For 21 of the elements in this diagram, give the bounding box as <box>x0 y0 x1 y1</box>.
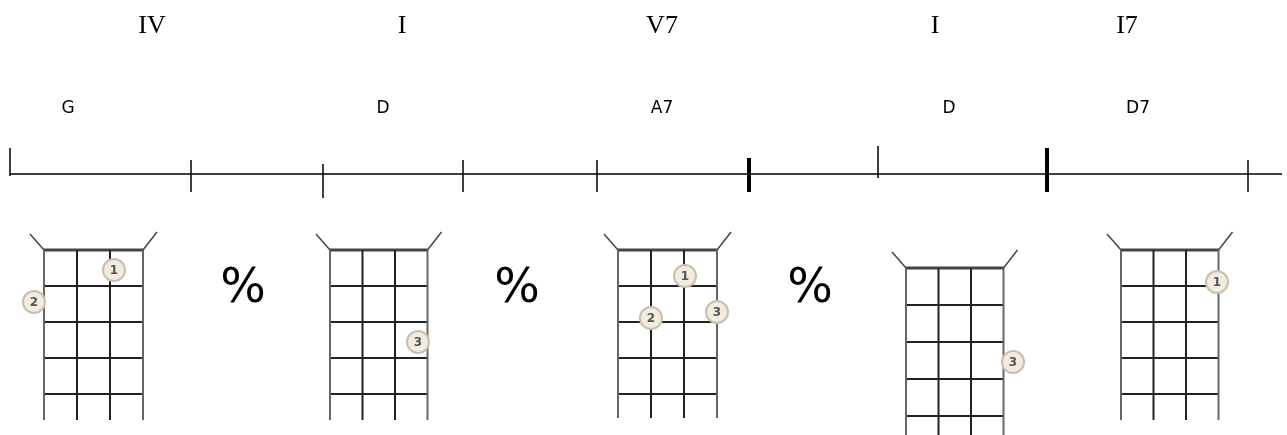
finger-number: 3 <box>1001 350 1025 374</box>
finger-number: 3 <box>406 330 430 354</box>
finger-number: 2 <box>639 306 663 330</box>
chord-name: D <box>942 97 956 117</box>
repeat-sign: % <box>220 257 266 313</box>
finger-number: 1 <box>102 258 126 282</box>
finger-number: 1 <box>673 264 697 288</box>
roman-numeral: IV <box>138 10 166 40</box>
roman-numeral: I <box>397 10 407 40</box>
finger-number: 2 <box>22 290 46 314</box>
chord-name: D7 <box>1126 97 1150 117</box>
chord-name: G <box>61 97 75 117</box>
finger-number: 3 <box>705 300 729 324</box>
finger-number: 1 <box>1205 270 1229 294</box>
repeat-sign: % <box>787 257 833 313</box>
repeat-sign: % <box>494 257 540 313</box>
roman-numeral: I7 <box>1116 10 1138 40</box>
roman-numeral: I <box>930 10 940 40</box>
roman-numeral: V7 <box>646 10 678 40</box>
chord-name: D <box>376 97 390 117</box>
chord-name: A7 <box>650 97 674 117</box>
